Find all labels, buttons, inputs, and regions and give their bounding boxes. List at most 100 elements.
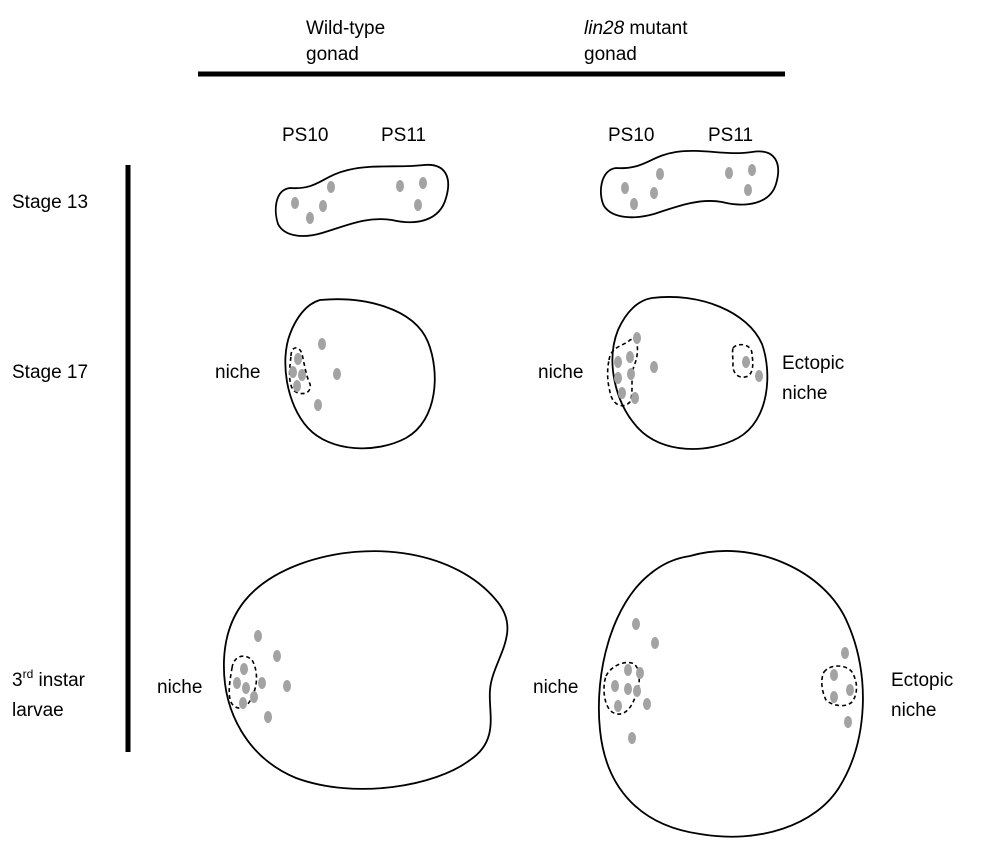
mutant-larvae-niche-boundary xyxy=(603,661,641,715)
cell xyxy=(333,368,341,380)
cell xyxy=(630,198,638,210)
wt-stage13-outline xyxy=(274,164,450,237)
cell xyxy=(611,680,619,692)
cell xyxy=(419,177,427,189)
cell xyxy=(273,650,281,662)
cell xyxy=(650,361,658,373)
cell xyxy=(627,368,635,380)
larvae-label-line1: 3rd instar xyxy=(12,667,86,691)
cell xyxy=(250,691,258,703)
cell xyxy=(327,181,335,193)
mutant-stage13-gonad xyxy=(600,149,780,219)
ps10-label-mutant: PS10 xyxy=(608,125,654,146)
cell xyxy=(289,366,297,378)
stage-17-label: Stage 17 xyxy=(12,362,88,383)
cell xyxy=(626,351,634,363)
mutant-stage17-niche-label: niche xyxy=(538,362,583,383)
cell xyxy=(614,356,622,368)
wt-stage13-cells xyxy=(291,177,427,224)
cell xyxy=(830,669,838,681)
cell xyxy=(240,663,248,675)
cell xyxy=(656,168,664,180)
mutant-title-suffix: mutant xyxy=(624,18,688,39)
cell xyxy=(306,212,314,224)
mutant-gene-name: lin28 xyxy=(584,18,625,39)
mutant-stage17-gonad: niche Ectopic niche xyxy=(538,296,844,450)
larvae-label-line2: larvae xyxy=(12,700,64,721)
cell xyxy=(293,380,301,392)
cell xyxy=(636,667,644,679)
cell xyxy=(631,392,639,404)
cell xyxy=(643,698,651,710)
cell xyxy=(621,182,629,194)
wt-larvae-cells xyxy=(233,630,291,723)
wt-larvae-gonad: niche xyxy=(157,550,509,790)
ps10-label-wt: PS10 xyxy=(282,125,328,146)
cell xyxy=(233,677,241,689)
ps11-label-mutant: PS11 xyxy=(708,125,753,146)
wt-stage17-gonad: niche xyxy=(215,298,436,450)
mutant-stage17-ectopic-label-line2: niche xyxy=(782,383,827,404)
cell xyxy=(298,369,306,381)
parasegment-labels: PS10 PS11 PS10 PS11 xyxy=(282,125,753,146)
cell xyxy=(319,200,327,212)
cell xyxy=(318,338,326,350)
stage-labels: Stage 13 Stage 17 3rd instar larvae xyxy=(12,165,131,752)
cell xyxy=(841,647,849,659)
cell xyxy=(830,691,838,703)
cell xyxy=(624,664,632,676)
cell xyxy=(748,164,756,176)
wild-type-title-line1: Wild-type xyxy=(306,18,385,39)
mutant-stage17-ectopic-niche-boundary xyxy=(731,343,754,379)
cell xyxy=(650,187,658,199)
mutant-stage17-niche-boundary xyxy=(606,338,639,407)
wt-stage17-cells xyxy=(289,338,341,411)
ps11-label-wt: PS11 xyxy=(381,125,426,146)
larvae-instar-word: instar xyxy=(33,670,85,691)
cell xyxy=(396,180,404,192)
cell xyxy=(633,685,641,697)
cell xyxy=(294,353,302,365)
cell xyxy=(264,711,272,723)
mutant-stage17-cells xyxy=(614,332,763,404)
cell xyxy=(614,700,622,712)
wt-stage13-gonad xyxy=(274,164,450,237)
cell xyxy=(742,356,750,368)
cell xyxy=(239,697,247,709)
cell xyxy=(258,677,266,689)
mutant-stage13-outline xyxy=(600,149,780,219)
cell xyxy=(624,683,632,695)
cell xyxy=(242,682,250,694)
mutant-larvae-outline xyxy=(597,550,864,838)
stage-13-label: Stage 13 xyxy=(12,192,88,213)
header: Wild-type gonad lin28 mutant gonad xyxy=(198,18,785,77)
wild-type-title-line2: gonad xyxy=(306,44,359,65)
mutant-stage13-cells xyxy=(621,164,756,210)
cell xyxy=(844,716,852,728)
cell xyxy=(755,370,763,382)
mutant-larvae-ectopic-label-line1: Ectopic xyxy=(891,670,953,691)
mutant-larvae-cells xyxy=(611,618,854,744)
cell xyxy=(633,332,641,344)
cell xyxy=(291,197,299,209)
mutant-larvae-ectopic-niche-boundary xyxy=(821,665,858,707)
wt-stage17-outline xyxy=(284,298,436,450)
cell xyxy=(744,184,752,196)
cell xyxy=(283,680,291,692)
mutant-larvae-gonad: niche Ectopic niche xyxy=(533,550,953,838)
cell xyxy=(254,630,262,642)
mutant-title-line1: lin28 mutant xyxy=(584,18,688,39)
wt-stage17-niche-boundary xyxy=(288,347,312,395)
cell xyxy=(632,618,640,630)
cell xyxy=(846,684,854,696)
wt-larvae-niche-label: niche xyxy=(157,677,202,698)
cell xyxy=(314,399,322,411)
cell xyxy=(651,637,659,649)
cell xyxy=(628,732,636,744)
cell xyxy=(618,387,626,399)
cell xyxy=(725,167,733,179)
mutant-stage17-outline xyxy=(611,296,769,450)
cell xyxy=(614,372,622,384)
mutant-larvae-niche-label: niche xyxy=(533,677,578,698)
